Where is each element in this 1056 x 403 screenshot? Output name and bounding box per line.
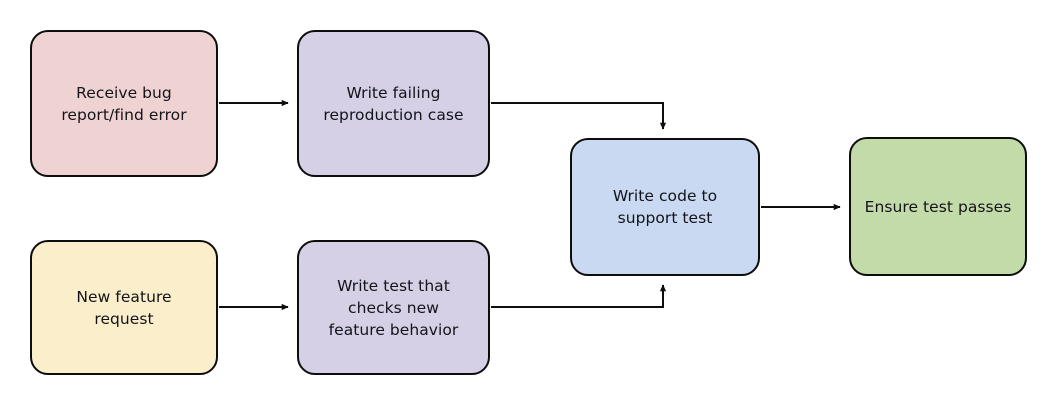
node-write-code-to-support-test[interactable]: Write code to support test — [570, 138, 760, 276]
edge-repro-case-to-write-code — [491, 102, 667, 130]
edge-feature-test-to-write-code — [491, 284, 667, 308]
node-receive-bug-report[interactable]: Receive bug report/find error — [30, 30, 218, 177]
node-write-failing-reproduction-case[interactable]: Write failing reproduction case — [297, 30, 490, 177]
node-new-feature-request[interactable]: New feature request — [30, 240, 218, 375]
node-write-test-checks-new-feature-behavior[interactable]: Write test that checks new feature behav… — [297, 240, 490, 375]
node-ensure-test-passes[interactable]: Ensure test passes — [849, 137, 1027, 276]
